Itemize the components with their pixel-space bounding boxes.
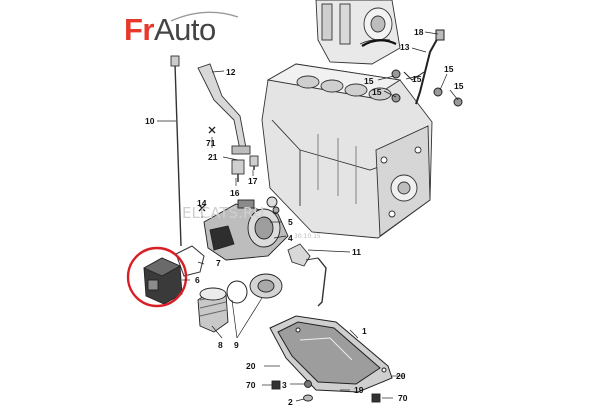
callout-18: 18 [414,27,424,37]
callout-15-b: 15 [412,74,422,84]
frauto-logo: FrAuto [124,13,216,47]
callout-1: 1 [362,326,367,336]
callout-20: 20 [246,361,256,371]
dipstick-guide-12 [197,63,251,155]
callout-15-c: 15 [444,64,454,74]
bolt-markers [198,126,216,212]
callout-15-a: 15 [364,76,374,86]
sensor-cable [361,39,397,47]
engine-block [261,63,433,239]
callout-71: 71 [206,138,216,148]
callout-3: 3 [282,380,287,390]
callout-11: 11 [352,247,361,257]
oil-pickup-11 [287,243,327,307]
callout-labels: 18 13 15 15 15 15 15 12 10 71 21 16 17 1… [145,27,464,407]
callout-7: 7 [216,258,221,268]
oil-cooler-6 [142,257,183,305]
sensor-16-17 [231,155,259,182]
callout-2: 2 [288,397,293,407]
oil-filter-element-8 [197,287,229,333]
callout-10: 10 [145,116,155,126]
callout-15-e: 15 [372,87,382,97]
cylinder-head-assembly [315,0,401,65]
callout-12: 12 [226,67,236,77]
callout-70-a: 70 [246,380,256,390]
logo-swoosh [170,11,239,22]
dipstick-right [391,29,463,107]
callout-5: 5 [288,217,293,227]
oil-pan-1 [269,315,393,393]
callout-20-b: 20 [396,371,406,381]
callout-19: 19 [354,385,364,395]
callout-13: 13 [400,42,410,52]
drain-plug-parts [271,380,381,403]
callout-9: 9 [234,340,239,350]
gasket-7 [175,245,205,277]
leader-lines [157,31,459,402]
oil-dipstick-10 [170,55,182,247]
filter-cap [249,273,283,299]
logo-auto: Auto [154,12,216,47]
callout-16: 16 [230,188,240,198]
o-ring-9 [226,280,248,304]
callout-4: 4 [288,233,293,243]
callout-15-d: 15 [454,81,464,91]
callout-70-b: 70 [398,393,408,403]
callout-21: 21 [208,152,218,162]
highlight-circle [126,246,188,308]
watermark-text: ELCATS.RU [182,204,264,222]
logo-fr: Fr [124,12,155,47]
oil-filter-housing-4 [203,196,289,261]
callout-6: 6 [195,275,200,285]
callout-8: 8 [218,340,223,350]
callout-14: 14 [197,198,207,208]
callout-17: 17 [248,176,258,186]
watermark-stamp: 30.10.15 [294,233,321,240]
